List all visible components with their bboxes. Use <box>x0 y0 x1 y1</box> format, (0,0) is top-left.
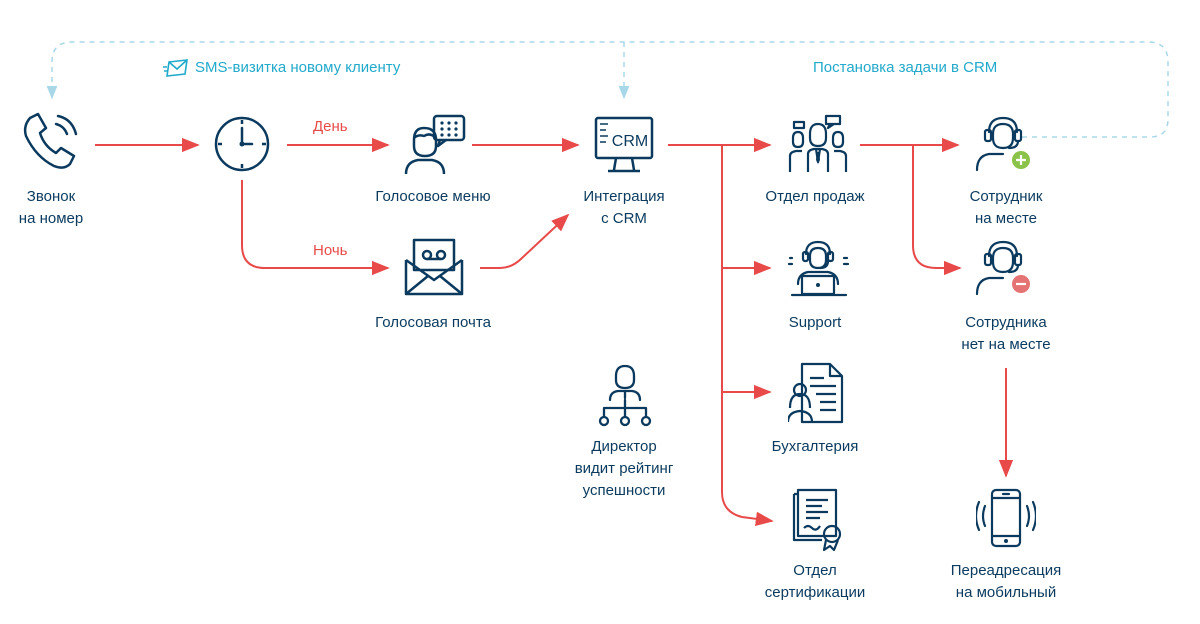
arrow-sales-to-absent <box>912 145 962 276</box>
phone-ringing-icon <box>23 112 78 169</box>
person-keypad-icon <box>404 114 466 175</box>
node-crm: Интеграция с CRM <box>583 186 664 230</box>
node-director-line2: видит рейтинг <box>574 460 674 477</box>
node-director-line3: успешности <box>582 482 666 499</box>
node-accounting-line1: Бухгалтерия <box>771 438 859 455</box>
mobile-phone-icon <box>976 488 1036 548</box>
headset-minus-icon <box>975 240 1030 296</box>
node-sales-line1: Отдел продаж <box>765 188 865 205</box>
node-mobile-line2: на мобильный <box>955 584 1057 601</box>
clock-icon <box>214 116 270 172</box>
node-voicemail: Голосовая почта <box>375 312 491 334</box>
sms-envelope-icon <box>163 59 188 77</box>
arrow-clock-to-voicemail <box>241 180 390 276</box>
node-employee-absent: Сотрудника нет на месте <box>961 312 1050 356</box>
node-director: Директор видит рейтинг успешности <box>575 436 674 502</box>
node-employee-absent-line2: нет на месте <box>961 336 1051 353</box>
node-voice-menu: Голосовое меню <box>375 186 490 208</box>
sales-team-icon <box>788 114 848 172</box>
node-employee-present-line1: Сотрудник <box>969 188 1043 205</box>
crm-screen-text: CRM <box>612 133 648 150</box>
edge-label-sms: SMS-визитка новому клиенту <box>195 59 401 76</box>
dashed-loop-sms <box>46 41 1169 138</box>
node-call-line1: Звонок <box>26 188 76 205</box>
node-voice-menu-line1: Голосовое меню <box>375 188 491 205</box>
node-crm-line2: с CRM <box>601 210 647 227</box>
support-operator-icon <box>788 240 850 297</box>
node-accounting: Бухгалтерия <box>772 436 859 458</box>
certificate-icon <box>792 488 842 552</box>
node-crm-line1: Интеграция <box>583 188 665 205</box>
node-call-line2: на номер <box>18 210 84 227</box>
node-certification-line2: сертификации <box>764 584 866 601</box>
envelope-voicemail-icon <box>404 238 464 296</box>
node-support: Support <box>789 312 842 334</box>
node-employee-present: Сотрудник на месте <box>970 186 1043 230</box>
node-director-line1: Директор <box>591 438 657 455</box>
node-employee-absent-line1: Сотрудника <box>965 314 1047 331</box>
edge-label-night: Ночь <box>313 242 348 259</box>
node-employee-present-line2: на месте <box>975 210 1037 227</box>
headset-plus-icon <box>975 116 1030 172</box>
node-support-line1: Support <box>788 314 842 331</box>
node-mobile-line1: Переадресация <box>950 562 1062 579</box>
arrow-voicemail-to-crm <box>480 213 570 269</box>
node-certification: Отдел сертификации <box>765 560 865 604</box>
node-sales: Отдел продаж <box>765 186 864 208</box>
edge-label-day: День <box>313 118 348 135</box>
branch-crm-trunk <box>721 145 774 526</box>
accounting-document-icon <box>788 362 844 424</box>
node-call: Звонок на номер <box>19 186 83 230</box>
monitor-crm-icon: CRM <box>594 116 654 173</box>
node-voicemail-line1: Голосовая почта <box>375 314 491 331</box>
director-hierarchy-icon <box>598 364 652 427</box>
edge-label-crm-task: Постановка задачи в CRM <box>813 59 998 76</box>
node-mobile: Переадресация на мобильный <box>951 560 1062 604</box>
node-certification-line1: Отдел <box>793 562 837 579</box>
